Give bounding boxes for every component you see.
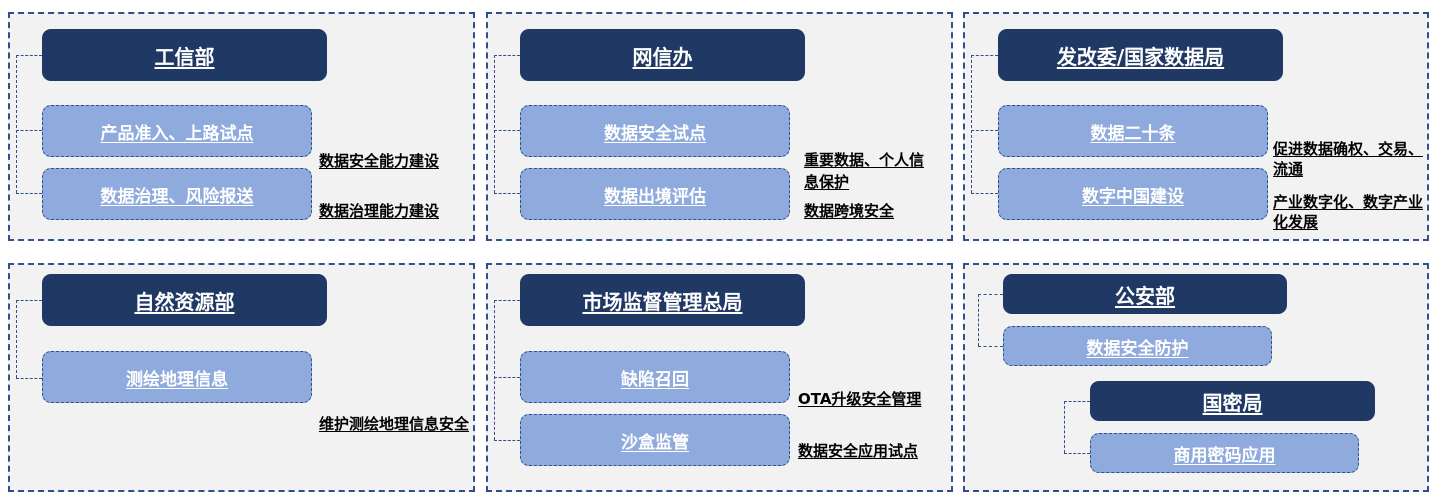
- connector-line: [978, 346, 1003, 347]
- connector-line: [1064, 401, 1065, 453]
- connector-line: [16, 300, 17, 378]
- connector-line: [494, 377, 520, 378]
- connector-line: [494, 300, 520, 301]
- connector-line: [16, 55, 42, 56]
- miit-note-security: 数据安全能力建设: [319, 152, 440, 170]
- connector-line: [494, 55, 495, 193]
- connector-line: [494, 55, 520, 56]
- connector-line: [1064, 453, 1090, 454]
- connector-line: [494, 193, 520, 194]
- cac-item-export: 数据出境评估: [520, 168, 790, 220]
- osca-item-crypto: 商用密码应用: [1090, 433, 1359, 473]
- miit-item-data-governance: 数据治理、风险报送: [42, 168, 312, 220]
- cac-note-crossborder: 数据跨境安全: [804, 202, 895, 220]
- samr-item-sandbox: 沙盒监管: [520, 414, 790, 466]
- ndrc-item-digital-china: 数字中国建设: [998, 168, 1268, 220]
- mps-header: 公安部: [1003, 274, 1287, 314]
- cac-note-protection: 重要数据、个人信息保护: [804, 151, 925, 191]
- miit-note-governance: 数据治理能力建设: [319, 202, 440, 220]
- cac-header: 网信办: [520, 29, 805, 81]
- samr-note-pilot: 数据安全应用试点: [798, 442, 919, 460]
- mnr-note-surveying-security: 维护测绘地理信息安全: [319, 415, 470, 433]
- ndrc-note-rights: 促进数据确权、交易、流通: [1273, 140, 1424, 178]
- connector-line: [978, 294, 1003, 295]
- connector-line: [16, 130, 42, 131]
- mps-item-data-protection: 数据安全防护: [1003, 326, 1272, 366]
- connector-line: [494, 440, 520, 441]
- connector-line: [494, 130, 520, 131]
- connector-line: [16, 300, 42, 301]
- samr-header: 市场监督管理总局: [520, 274, 805, 326]
- connector-line: [971, 55, 998, 56]
- connector-line: [1064, 401, 1090, 402]
- miit-header: 工信部: [42, 29, 327, 81]
- ndrc-note-industry: 产业数字化、数字产业化发展: [1273, 193, 1424, 231]
- connector-line: [16, 55, 17, 193]
- cac-item-pilot: 数据安全试点: [520, 105, 790, 157]
- connector-line: [971, 130, 998, 131]
- mnr-header: 自然资源部: [42, 274, 327, 326]
- osca-header: 国密局: [1090, 381, 1375, 421]
- connector-line: [971, 55, 972, 193]
- ndrc-header: 发改委/国家数据局: [998, 29, 1283, 81]
- connector-line: [16, 378, 42, 379]
- connector-line: [494, 300, 495, 440]
- samr-note-ota: OTA升级安全管理: [798, 390, 922, 408]
- samr-item-recall: 缺陷召回: [520, 351, 790, 403]
- miit-item-product-access: 产品准入、上路试点: [42, 105, 312, 157]
- connector-line: [978, 294, 979, 346]
- mnr-item-surveying: 测绘地理信息: [42, 351, 312, 403]
- ndrc-item-20-articles: 数据二十条: [998, 105, 1268, 157]
- connector-line: [971, 193, 998, 194]
- connector-line: [16, 193, 42, 194]
